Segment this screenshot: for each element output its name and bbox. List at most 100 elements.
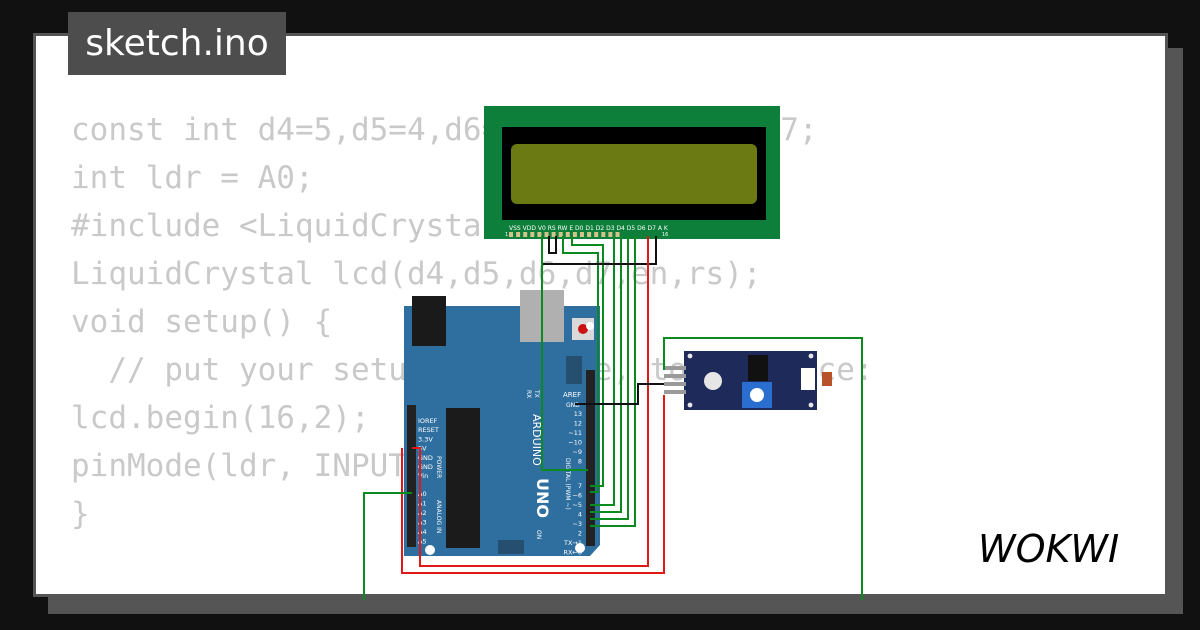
lcd-pin	[601, 232, 606, 237]
wire-5v	[412, 236, 649, 567]
project-title[interactable]: sketch.ino	[68, 12, 286, 75]
lcd-pin	[544, 232, 549, 237]
digital-pin-label: ~3	[572, 520, 582, 528]
digital-pin-label: ~9	[572, 448, 582, 456]
analog-pin-label: A3	[418, 519, 427, 527]
module-pin	[664, 390, 686, 394]
digital-pin-label: TX→1	[563, 539, 582, 547]
lcd-pin	[594, 232, 599, 237]
digital-pin-label: RX←0	[563, 549, 582, 557]
left-header	[407, 405, 416, 547]
module-pin	[664, 382, 686, 386]
digital-pin-label: ~10	[568, 439, 582, 447]
code-line: int ldr = A0;	[71, 160, 314, 196]
lcd-pin	[530, 232, 535, 237]
wiring	[363, 236, 863, 600]
comparator-chip	[748, 355, 768, 381]
arduino-model: UNO	[533, 478, 552, 518]
code-line: void loop() {	[71, 592, 314, 594]
wire-d5	[590, 236, 622, 513]
icsp-header	[566, 356, 582, 384]
mount-hole	[575, 543, 585, 553]
module-led	[704, 372, 722, 390]
code-line: LiquidCrystal lcd(d4,d5,d6,d7,en,rs);	[71, 256, 762, 292]
wire-module-gnd	[575, 383, 664, 405]
digital-pin-label: 7	[578, 482, 582, 490]
power-pin-label: 3.3V	[418, 435, 433, 443]
atmega-chip	[446, 408, 480, 548]
lcd-pin	[558, 232, 563, 237]
digital-pin-label: ~5	[572, 501, 582, 509]
wire-vss	[541, 236, 588, 471]
brand-wordmark: WOKWI	[978, 527, 1119, 571]
lcd-pin	[537, 232, 542, 237]
power-pin-label: GND	[418, 454, 433, 462]
analog-pin-label: A2	[418, 509, 427, 517]
wire-module-do	[663, 337, 863, 600]
wire-module-vcc	[401, 395, 665, 574]
ldr-socket	[801, 368, 815, 390]
wire-rs	[562, 236, 599, 493]
lcd-pin	[551, 232, 556, 237]
code-line: lcd.begin(16,2);	[71, 400, 370, 436]
on-led-label: ON	[535, 530, 542, 539]
wire-d4	[590, 236, 615, 506]
lcd-pin-row	[509, 232, 620, 237]
module-pin	[664, 374, 686, 378]
digital-pin-label: 13	[574, 410, 582, 418]
lcd-pin	[565, 232, 570, 237]
digital-pin-label: 2	[578, 530, 582, 538]
wokwi-logo[interactable]: WOKWI	[978, 524, 1148, 574]
digital-pin-label: 12	[574, 420, 582, 428]
lcd-screen	[511, 144, 757, 204]
wire-k-gnd	[543, 236, 657, 265]
digital-label: DIGITAL (PWM ~)	[564, 458, 571, 510]
digital-pin-labels: 13 12~11 ~10~9 8 7 ~6~5 4~3 2TX→1RX←0	[563, 410, 582, 557]
digital-pin-label: 4	[578, 511, 582, 519]
ldr-sensor-module[interactable]	[664, 351, 832, 410]
photoresistor	[822, 372, 832, 386]
lcd-pin	[587, 232, 592, 237]
lcd-display[interactable]: VSS VDD V0 RS RW E D0 D1 D2 D3 D4 D5 D6 …	[484, 106, 780, 239]
wire-d6	[590, 236, 629, 520]
power-pin-label: RESET	[418, 426, 439, 434]
analog-label: ANALOG IN	[435, 500, 442, 533]
power-pin-label: 5V	[418, 445, 427, 453]
gnd-label: GND	[566, 402, 580, 409]
lcd-pin	[608, 232, 613, 237]
arduino-uno-board[interactable]: AREF GND ARDUINO UNO DIGITAL (PWM ~) POW…	[404, 290, 600, 557]
digital-pin-label: 8	[578, 458, 582, 466]
wire-v0	[548, 236, 557, 254]
mount-hole	[425, 545, 435, 555]
arduino-brand: ARDUINO	[530, 414, 543, 466]
wire-en	[571, 236, 604, 487]
lcd-pin-end: 16	[662, 232, 668, 238]
tx-led-label: TX	[533, 389, 540, 398]
lcd-pin-labels: VSS VDD V0 RS RW E D0 D1 D2 D3 D4 D5 D6 …	[509, 225, 669, 232]
aref-label: AREF	[563, 391, 581, 399]
mount-hole	[586, 322, 594, 330]
wire-d7	[590, 236, 636, 527]
lcd-pin	[615, 232, 620, 237]
digital-pin-label: ~11	[568, 429, 582, 437]
code-line: void setup() {	[71, 304, 333, 340]
lcd-pin	[516, 232, 521, 237]
lcd-pin	[572, 232, 577, 237]
module-pin	[664, 366, 686, 370]
reset-button-cap	[578, 324, 588, 334]
lcd-pin	[580, 232, 584, 237]
wire-a0	[363, 492, 412, 600]
power-jack	[412, 296, 446, 346]
power-pin-label: Vin	[418, 472, 428, 480]
code-line: }	[71, 496, 90, 532]
potentiometer-knob[interactable]	[750, 388, 764, 402]
power-pin-label: IOREF	[418, 417, 438, 425]
digital-pin-label: ~6	[572, 492, 582, 500]
right-header	[586, 370, 595, 546]
icsp-header-bottom	[498, 540, 524, 554]
analog-pin-label: A5	[418, 538, 427, 546]
rx-led-label: RX	[525, 390, 532, 398]
power-label: POWER	[435, 456, 442, 478]
